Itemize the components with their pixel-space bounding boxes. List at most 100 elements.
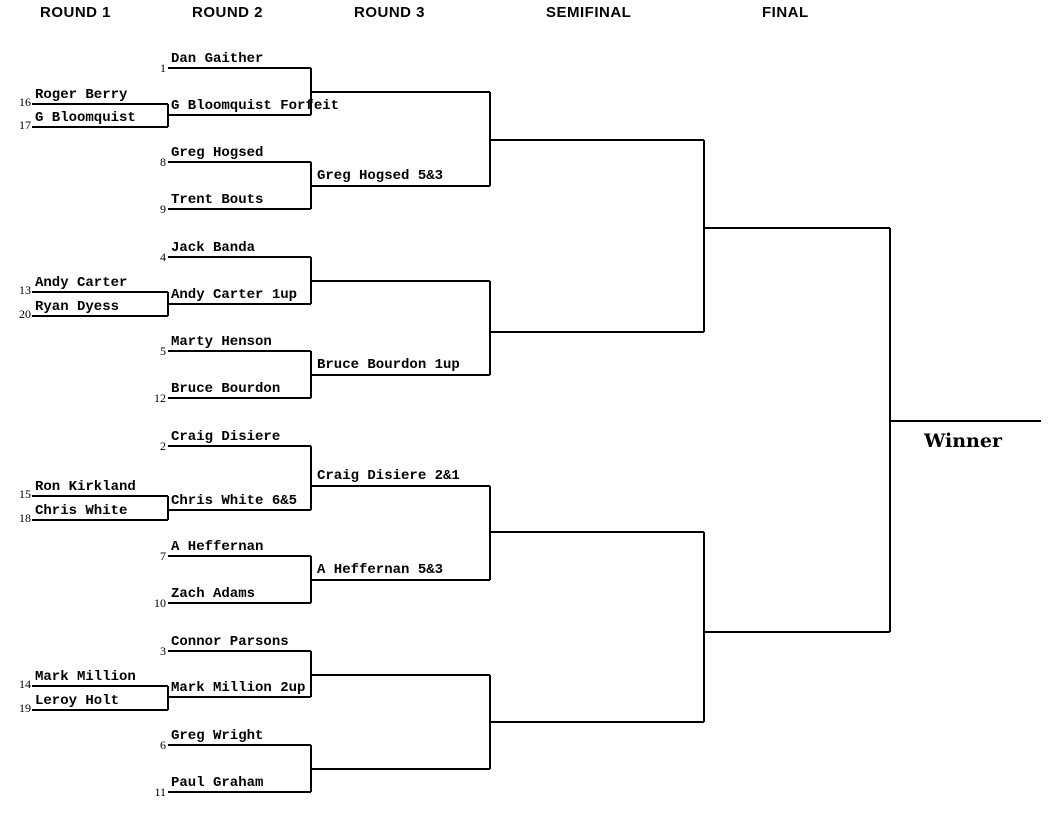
round2-player-name: Connor Parsons [171,634,289,650]
round2-player-name: Zach Adams [171,586,256,602]
semifinal-connector [703,532,705,722]
round1-player-name: Leroy Holt [35,693,120,709]
round1-seed-number: 17 [19,118,31,132]
winner-label: Winner [924,430,1002,452]
round2-player-name: Bruce Bourdon [171,381,281,397]
round3-slot-line [311,768,490,770]
round3-connector [489,486,491,580]
round3-player-name: Greg Hogsed 5&3 [317,168,444,184]
round3-slot-line [311,674,490,676]
round1-connector [167,496,169,520]
round1-slot-line [32,126,168,128]
round2-seed-number: 2 [160,439,166,453]
round2-player-name: Trent Bouts [171,192,264,208]
round1-seed-number: 16 [19,95,31,109]
round2-player-name: Jack Banda [171,240,256,256]
round3-slot-line [311,579,490,581]
round2-player-name: Craig Disiere [171,429,281,445]
round2-player-name: A Heffernan [171,539,264,555]
round2-connector [310,446,312,510]
semifinal-slot-line [490,331,704,333]
round3-slot-line [311,280,490,282]
round1-seed-number: 19 [19,701,31,715]
round1-slot-line [32,495,168,497]
semifinal-connector [703,140,705,332]
round1-slot-line [32,291,168,293]
round2-slot-line [168,602,311,604]
round1-slot-line [32,709,168,711]
final-slot-line [704,227,890,229]
round3-connector [489,281,491,375]
round2-slot-line [168,744,311,746]
header-round-2: ROUND 2 [192,4,264,21]
round2-slot-line [168,303,311,305]
round2-slot-line [168,350,311,352]
round1-slot-line [32,103,168,105]
round2-seed-number: 8 [160,155,166,169]
round1-player-name: Andy Carter [35,275,128,291]
round2-slot-line [168,555,311,557]
round2-seed-number: 6 [160,738,166,752]
round2-player-name: G Bloomquist Forfeit [171,98,340,114]
round2-slot-line [168,791,311,793]
round3-slot-line [311,185,490,187]
round2-slot-line [168,397,311,399]
round2-seed-number: 9 [160,202,166,216]
semifinal-slot-line [490,139,704,141]
round2-seed-number: 3 [160,644,166,658]
header-semifinal: SEMIFINAL [546,4,632,21]
round2-player-name: Greg Hogsed [171,145,264,161]
round2-slot-line [168,208,311,210]
round2-seed-number: 12 [154,391,166,405]
round1-connector [167,686,169,710]
round2-seed-number: 5 [160,344,166,358]
round1-slot-line [32,685,168,687]
round2-seed-number: 1 [160,61,166,75]
round1-player-name: G Bloomquist [35,110,136,126]
round2-slot-line [168,650,311,652]
round2-player-name: Mark Million 2up [171,680,306,696]
round3-player-name: A Heffernan 5&3 [317,562,444,578]
round2-player-name: Marty Henson [171,334,272,350]
round2-seed-number: 7 [160,549,166,563]
round1-slot-line [32,315,168,317]
round2-player-name: Dan Gaither [171,51,264,67]
round2-player-name: Greg Wright [171,728,264,744]
semifinal-slot-line [490,721,704,723]
header-final: FINAL [762,4,809,21]
round3-slot-line [311,91,490,93]
round2-slot-line [168,696,311,698]
header-round-1: ROUND 1 [40,4,112,21]
round2-player-name: Chris White 6&5 [171,493,298,509]
round1-seed-number: 15 [19,487,31,501]
round1-slot-line [32,519,168,521]
round2-slot-line [168,114,311,116]
winner-line [890,420,1041,422]
round1-seed-number: 14 [19,677,31,691]
round2-slot-line [168,256,311,258]
round2-player-name: Andy Carter 1up [171,287,298,303]
round2-seed-number: 4 [160,250,166,264]
round1-seed-number: 20 [19,307,31,321]
round1-player-name: Chris White [35,503,128,519]
round2-slot-line [168,445,311,447]
round1-seed-number: 18 [19,511,31,525]
header-round-3: ROUND 3 [354,4,426,21]
round2-slot-line [168,67,311,69]
round1-player-name: Mark Million [35,669,136,685]
round2-slot-line [168,509,311,511]
round3-player-name: Craig Disiere 2&1 [317,468,460,484]
round2-slot-line [168,161,311,163]
round2-player-name: Paul Graham [171,775,264,791]
round1-seed-number: 13 [19,283,31,297]
round2-seed-number: 11 [154,785,166,799]
final-slot-line [704,631,890,633]
round3-slot-line [311,485,490,487]
round1-player-name: Ryan Dyess [35,299,120,315]
round1-player-name: Ron Kirkland [35,479,136,495]
semifinal-slot-line [490,531,704,533]
round1-player-name: Roger Berry [35,87,128,103]
round3-player-name: Bruce Bourdon 1up [317,357,460,373]
round3-slot-line [311,374,490,376]
